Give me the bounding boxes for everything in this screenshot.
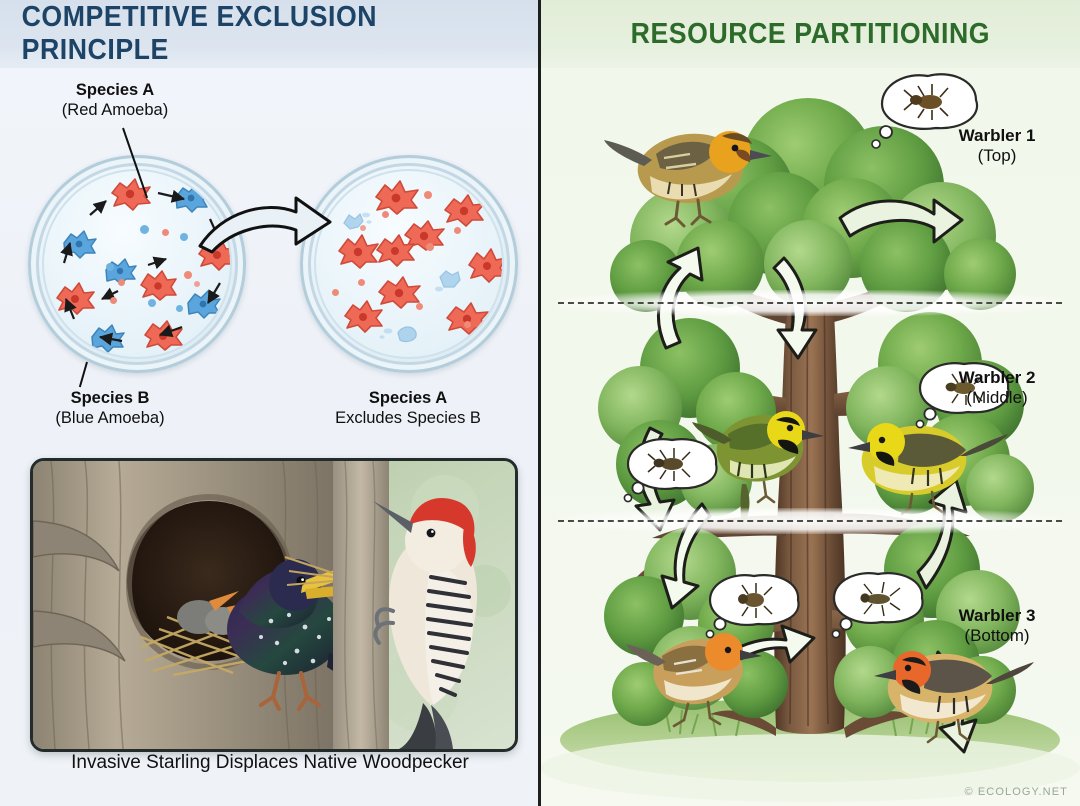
starling-woodpecker-illustration [33,461,515,749]
warbler-3-bottom-right [874,651,1034,744]
micro-dot [358,279,365,286]
amoeba-species-a [464,247,502,283]
species-b-leader-line [78,361,88,388]
thought-bubble-warbler-3b [831,572,924,639]
micro-dot [148,299,156,307]
amoeba-species-a [136,269,178,301]
insect-icon [647,448,691,481]
micro-dot [382,211,389,218]
competitive-exclusion-panel: COMPETITIVE EXCLUSION PRINCIPLE Species … [0,0,540,806]
amoeba-species-b-fragment [379,321,422,345]
left-panel-title: COMPETITIVE EXCLUSION PRINCIPLE [21,1,378,66]
warbler-1-label: Warbler 1 (Top) [958,126,1036,166]
micro-dot [140,225,149,234]
copyright-notice: © ECOLOGY.NET [964,786,1068,798]
amoeba-species-a [340,299,384,333]
micro-dot [332,289,339,296]
micro-dot [118,279,125,286]
micro-dot [184,271,192,279]
amoeba-species-a [334,233,380,269]
thought-bubble-warbler-3a [705,574,800,639]
micro-dot [464,321,471,328]
thought-bubble-warbler-2a [623,438,718,503]
insect-icon [738,583,773,618]
tree-svg [540,73,1080,802]
mixed-culture-dish [28,155,246,373]
starling-woodpecker-photo [30,458,518,752]
amoeba-species-b-fragment [432,267,466,295]
micro-dot [454,227,461,234]
micro-dot [162,229,169,236]
amoeba-species-a [440,193,486,227]
insect-icon [945,372,983,405]
micro-dot [424,191,432,199]
woodpecker-bird [373,498,477,749]
thought-bubble-warbler-2b [915,362,1010,429]
micro-dot [360,225,366,231]
warbler-2-middle-left [692,411,824,526]
resource-partitioning-panel: RESOURCE PARTITIONING [540,0,1080,806]
warbler-2-label: Warbler 2 (Middle) [958,368,1036,408]
right-panel-header: RESOURCE PARTITIONING [540,0,1080,68]
species-a-top-label: Species A (Red Amoeba) [61,81,169,120]
right-panel-title: RESOURCE PARTITIONING [630,17,990,50]
insect-icon [903,84,949,120]
excluded-culture-dish-inner [314,169,504,359]
petri-dish-diagram: Species A (Red Amoeba) [0,70,540,440]
tree-illustration: Warbler 1 (Top) Warbler 2 (Middle) Warbl… [540,68,1080,806]
amoeba-species-a [442,301,490,335]
amoeba-species-a [374,275,422,309]
amoeba-species-a [372,233,416,267]
species-a-result-label: Species A Excludes Species B [335,389,481,428]
canopy-zone-divider-middle [558,508,1062,534]
amoeba-species-b [184,289,222,319]
curved-right-arrow-icon [196,192,336,256]
micro-dot [180,233,188,241]
warbler-1-top [604,131,772,228]
micro-dot [194,281,200,287]
excluded-culture-dish [300,155,518,373]
insect-icon [860,581,901,617]
panel-divider [538,0,541,806]
micro-dot [106,263,114,271]
warbler-2-middle-right [848,423,1008,516]
amoeba-species-a [106,177,152,211]
photo-caption: Invasive Starling Displaces Native Woodp… [71,752,469,773]
warbler-3-bottom-left [626,633,762,728]
amoeba-species-a [370,179,420,215]
amoeba-species-b-fragment [338,207,372,233]
micro-dot [176,305,183,312]
warbler-3-label: Warbler 3 (Bottom) [958,606,1036,646]
left-panel-header: COMPETITIVE EXCLUSION PRINCIPLE [0,0,540,68]
canopy-zone-divider-top [558,290,1062,316]
mixed-culture-dish-inner [42,169,232,359]
micro-dot [426,243,434,251]
thought-bubble-warbler-1 [871,73,979,149]
micro-dot [416,303,423,310]
species-b-label: Species B (Blue Amoeba) [55,389,165,428]
micro-dot [110,297,117,304]
